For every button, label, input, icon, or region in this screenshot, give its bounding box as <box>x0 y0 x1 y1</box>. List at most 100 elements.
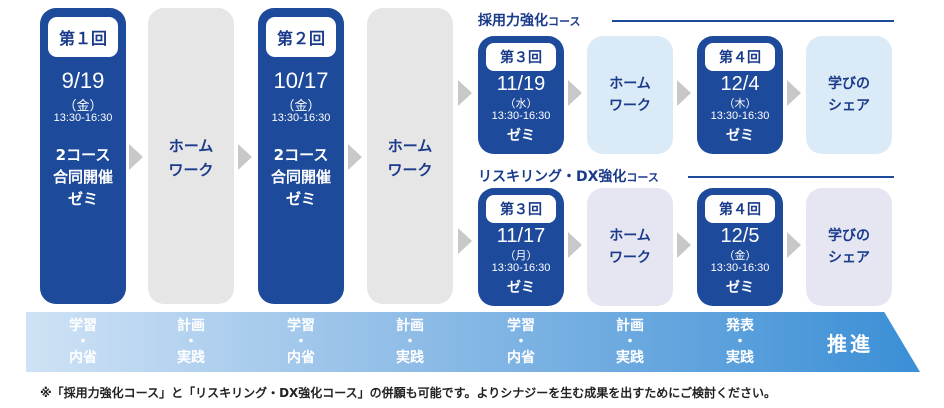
band-label-2: 計画・実践 <box>148 318 234 366</box>
homework-2-card: ホーム ワーク <box>367 8 453 304</box>
band-word: 実践 <box>177 350 205 366</box>
homework-line: ワーク <box>387 161 433 179</box>
band-word: 学習 <box>287 318 315 334</box>
course-a-session-4-time: 13:30-16:30 <box>710 110 770 122</box>
session-2-badge: 第２回 <box>266 17 336 57</box>
homework-line: ホーム <box>168 137 214 155</box>
course-b-session-3-weekday: （月） <box>504 249 538 262</box>
band-label-3: 学習・内省 <box>258 318 344 366</box>
band-word: 発表 <box>726 318 754 334</box>
course-b-session-4-zemi: ゼミ <box>726 280 754 296</box>
share-line: シェア <box>828 250 870 266</box>
session-1-desc-line: 2コース <box>55 146 111 164</box>
band-label-5: 学習・内省 <box>478 318 564 366</box>
chevron-right-icon <box>238 144 252 170</box>
band-dot: ・ <box>623 334 637 350</box>
course-b-session-4-time: 13:30-16:30 <box>710 262 770 274</box>
course-a-session-3-badge: 第３回 <box>486 43 556 71</box>
course-a-session-3-weekday: （水） <box>504 97 538 110</box>
course-a-session-4-zemi: ゼミ <box>726 128 754 144</box>
band-word: 学習 <box>69 318 97 334</box>
band-word: 実践 <box>616 350 644 366</box>
session-1-badge: 第１回 <box>48 17 118 57</box>
course-b-homework-card: ホーム ワーク <box>587 188 673 306</box>
session-2-date: 10/17 <box>273 68 329 93</box>
band-word: 内省 <box>507 350 535 366</box>
course-a-session-4-weekday: （木） <box>723 97 757 110</box>
course-a-session-4-card: 第４回 12/4 （木） 13:30-16:30 ゼミ <box>697 36 783 154</box>
band-word: 計画 <box>616 318 644 334</box>
course-a-title: 採用力強化コース <box>478 10 580 30</box>
homework-line: ホーム <box>609 228 651 244</box>
session-1-desc: 2コース 合同開催 ゼミ <box>40 144 126 210</box>
session-1-desc-line: 合同開催 <box>52 168 113 186</box>
course-a-session-3-card: 第３回 11/19 （水） 13:30-16:30 ゼミ <box>478 36 564 154</box>
course-b-title-main: リスキリング・DX強化 <box>478 169 627 185</box>
course-b-share-text: 学びの シェア <box>806 225 892 269</box>
course-b-title-suffix: コース <box>626 171 659 184</box>
band-label-7: 発表・実践 <box>697 318 783 366</box>
band-word: 実践 <box>726 350 754 366</box>
course-b-homework-text: ホーム ワーク <box>587 225 673 269</box>
course-b-session-3-date: 11/17 <box>496 225 546 247</box>
band-word: 実践 <box>396 350 424 366</box>
session-1-desc-line: ゼミ <box>67 190 98 208</box>
band-label-1: 学習・内省 <box>40 318 126 366</box>
session-1-weekday: （金） <box>63 99 103 114</box>
course-b-session-3-badge: 第３回 <box>486 195 556 223</box>
course-b-session-3-card: 第３回 11/17 （月） 13:30-16:30 ゼミ <box>478 188 564 306</box>
band-dot: ・ <box>184 334 198 350</box>
course-b-share-card: 学びの シェア <box>806 188 892 306</box>
band-dot: ・ <box>403 334 417 350</box>
band-final-label: 推進 <box>827 332 873 356</box>
band-word: 内省 <box>69 350 97 366</box>
course-a-session-3-date: 11/19 <box>496 73 546 95</box>
band-word: 学習 <box>507 318 535 334</box>
session-2-desc: 2コース 合同開催 ゼミ <box>258 144 344 210</box>
band-word: 計画 <box>177 318 205 334</box>
band-word: 計画 <box>396 318 424 334</box>
course-b-session-3-time: 13:30-16:30 <box>491 262 551 274</box>
course-a-title-suffix: コース <box>548 15 581 28</box>
chevron-right-icon <box>568 232 582 258</box>
course-a-homework-card: ホーム ワーク <box>587 36 673 154</box>
homework-line: ホーム <box>609 76 651 92</box>
session-2-time: 13:30-16:30 <box>271 112 331 124</box>
homework-1-card: ホーム ワーク <box>148 8 234 304</box>
homework-2-text: ホーム ワーク <box>367 134 453 182</box>
course-a-homework-text: ホーム ワーク <box>587 73 673 117</box>
session-1-date: 9/19 <box>61 68 105 93</box>
course-a-session-3-zemi: ゼミ <box>507 128 535 144</box>
course-b-rule <box>688 176 894 178</box>
chevron-right-icon <box>129 144 143 170</box>
course-b-session-3-zemi: ゼミ <box>507 280 535 296</box>
session-2-desc-line: 2コース <box>273 146 329 164</box>
band-word: 内省 <box>287 350 315 366</box>
band-label-6: 計画・実践 <box>587 318 673 366</box>
band-dot: ・ <box>76 334 90 350</box>
course-a-share-text: 学びの シェア <box>806 73 892 117</box>
session-1-time: 13:30-16:30 <box>53 112 113 124</box>
chevron-right-icon <box>787 232 801 258</box>
band-dot: ・ <box>294 334 308 350</box>
homework-1-text: ホーム ワーク <box>148 134 234 182</box>
chevron-right-icon <box>568 80 582 106</box>
session-2-weekday: （金） <box>281 99 321 114</box>
share-line: 学びの <box>828 228 870 244</box>
course-a-session-4-date: 12/4 <box>720 73 760 95</box>
session-2-desc-line: 合同開催 <box>270 168 331 186</box>
progress-band <box>26 312 920 372</box>
band-label-4: 計画・実践 <box>367 318 453 366</box>
share-line: 学びの <box>828 76 870 92</box>
homework-line: ワーク <box>609 250 651 266</box>
homework-line: ワーク <box>168 161 214 179</box>
course-b-session-4-badge: 第４回 <box>705 195 775 223</box>
course-b-title: リスキリング・DX強化コース <box>478 166 659 186</box>
homework-line: ホーム <box>387 137 433 155</box>
homework-line: ワーク <box>609 98 651 114</box>
band-dot: ・ <box>514 334 528 350</box>
chevron-right-icon <box>348 144 362 170</box>
course-a-title-main: 採用力強化 <box>478 13 548 29</box>
chevron-right-icon <box>677 80 691 106</box>
course-a-rule <box>612 20 894 22</box>
